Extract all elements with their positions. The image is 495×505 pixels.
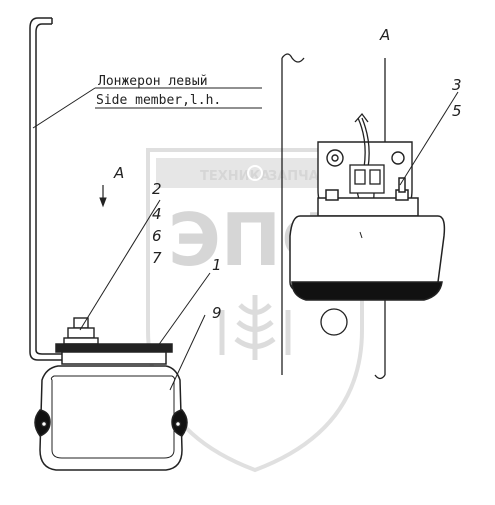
member-label-en: Side member,l.h. <box>96 93 221 108</box>
callout-7: 7 <box>152 249 162 267</box>
leader-1 <box>154 272 211 351</box>
callout-3: 3 <box>452 76 462 94</box>
leader-lines <box>32 87 459 391</box>
view-label-left: A <box>113 164 124 182</box>
watermark-left-word: ТЕХНИКА <box>200 169 270 184</box>
member-label-ru: Лонжерон левый <box>98 74 208 89</box>
view-arrow <box>99 185 107 208</box>
mount-bolt <box>63 317 99 345</box>
connector-bracket <box>349 164 385 194</box>
leader-3 <box>399 91 459 186</box>
member-leader <box>32 87 96 129</box>
callout-1: 1 <box>212 256 222 274</box>
view-label-top: A <box>379 26 390 44</box>
callout-5: 5 <box>452 102 462 120</box>
horn-front-view <box>34 343 188 471</box>
callout-9: 9 <box>212 304 222 322</box>
leader-9 <box>169 314 206 391</box>
horn-side-view <box>289 177 446 301</box>
frame-hole <box>320 308 348 336</box>
l-bracket <box>29 17 66 361</box>
callout-6: 6 <box>152 227 162 245</box>
callout-2: 2 <box>152 180 162 198</box>
callout-4: 4 <box>152 205 162 223</box>
leader-2 <box>79 199 161 331</box>
